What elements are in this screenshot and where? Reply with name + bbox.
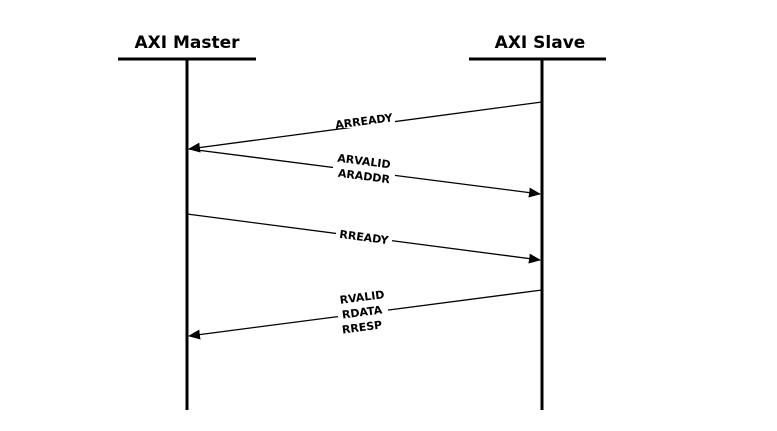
participant-title-master: AXI Master bbox=[134, 33, 240, 53]
participant-title-slave: AXI Slave bbox=[494, 33, 586, 53]
message-label-bg bbox=[336, 230, 392, 243]
message-label-bg bbox=[333, 115, 395, 128]
message-label-bg bbox=[333, 164, 395, 176]
message-label-rready: RREADY bbox=[339, 228, 391, 247]
message-label-rvalid: RVALID bbox=[339, 288, 385, 307]
message-label-arready: ARREADY bbox=[334, 111, 394, 132]
message-label-rresp: RRESP bbox=[341, 318, 383, 336]
message-label-rdata: RDATA bbox=[341, 303, 383, 321]
message-label-bg bbox=[338, 304, 388, 317]
